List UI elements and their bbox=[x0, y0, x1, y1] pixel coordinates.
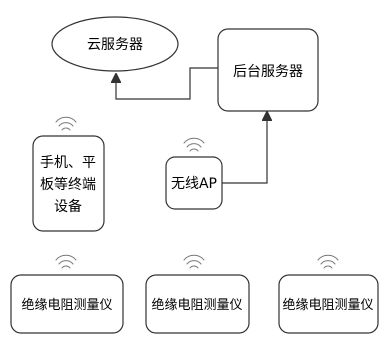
mobile-device-node: 手机、平 板等终端 设备 bbox=[32, 116, 105, 232]
wireless-ap-label: 无线AP bbox=[171, 176, 217, 192]
insulation-meter-node-3: 绝缘电阻测量仪 bbox=[278, 254, 379, 334]
cloud-server-node: 云服务器 bbox=[51, 16, 179, 72]
backend-server-node: 后台服务器 bbox=[217, 28, 319, 112]
wifi-signal-icon bbox=[183, 137, 205, 152]
cloud-server-label: 云服务器 bbox=[87, 37, 143, 53]
mobile-device-label-line1: 手机、平 bbox=[40, 155, 96, 171]
wifi-signal-icon bbox=[55, 116, 77, 131]
insulation-meter-label-3: 绝缘电阻测量仪 bbox=[282, 297, 373, 313]
wifi-signal-icon bbox=[183, 254, 205, 269]
insulation-meter-label-1: 绝缘电阻测量仪 bbox=[21, 297, 112, 313]
insulation-meter-node-2: 绝缘电阻测量仪 bbox=[145, 254, 250, 334]
wireless-ap-node: 无线AP bbox=[165, 137, 223, 210]
wifi-signal-icon bbox=[317, 254, 339, 269]
mobile-device-label-line3: 设备 bbox=[54, 198, 82, 215]
wifi-signal-icon bbox=[55, 254, 77, 269]
insulation-meter-label-2: 绝缘电阻测量仪 bbox=[151, 297, 242, 313]
mobile-device-label-line2: 板等终端 bbox=[40, 176, 96, 193]
connector-ap-to-backend bbox=[222, 113, 267, 184]
backend-server-label: 后台服务器 bbox=[233, 64, 303, 80]
insulation-meter-node-1: 绝缘电阻测量仪 bbox=[10, 254, 124, 334]
connector-backend-to-cloud bbox=[116, 67, 218, 100]
